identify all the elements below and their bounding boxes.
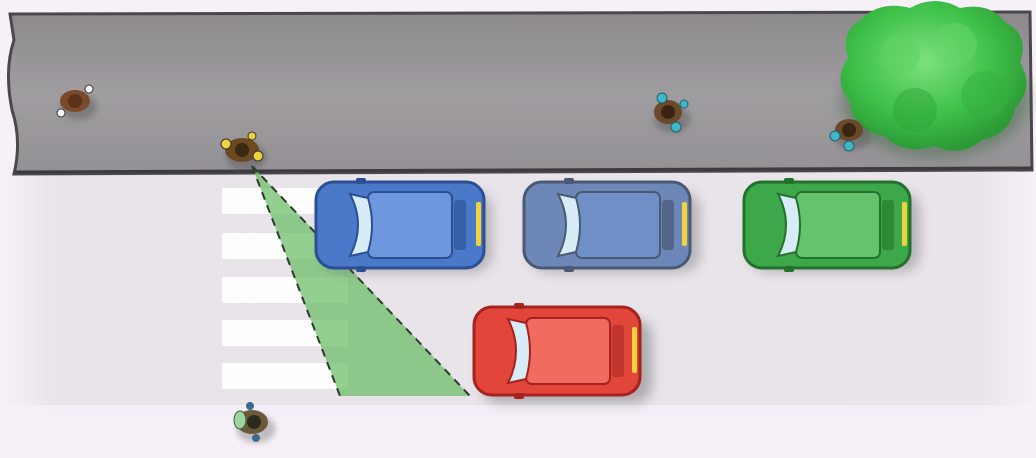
car-mirror xyxy=(564,266,574,272)
road-bottom-fade xyxy=(0,405,1036,458)
car-rear-window xyxy=(882,200,894,250)
pedestrian-hand xyxy=(657,93,667,103)
car-mirror xyxy=(784,266,794,272)
pedestrian-hand xyxy=(85,85,93,93)
green-car xyxy=(744,178,920,272)
car-mirror xyxy=(514,303,524,309)
tree-leaf-cluster xyxy=(933,23,977,67)
pedestrian-head xyxy=(68,94,82,108)
car-rear-window xyxy=(612,325,624,377)
car-taillight xyxy=(632,327,637,373)
pedestrian-hand xyxy=(253,151,263,161)
pedestrian-head xyxy=(842,123,856,137)
car-roof xyxy=(368,192,452,258)
car-taillight xyxy=(476,202,481,246)
pedestrian-hand xyxy=(680,100,688,108)
car-roof xyxy=(576,192,660,258)
car-taillight xyxy=(682,202,687,246)
car-rear-window xyxy=(454,200,466,250)
pedestrian-hand xyxy=(221,139,231,149)
pedestrian-hand xyxy=(844,141,854,151)
car-rear-window xyxy=(662,200,674,250)
tree-leaf-cluster xyxy=(880,35,920,75)
pedestrian-hand xyxy=(246,402,254,410)
car-mirror xyxy=(564,178,574,184)
car-roof xyxy=(796,192,880,258)
red-car xyxy=(474,303,652,403)
pedestrian-hand xyxy=(252,434,260,442)
pedestrian-head xyxy=(247,415,261,429)
car-mirror xyxy=(784,178,794,184)
tree-leaf-cluster xyxy=(961,71,1009,119)
pedestrian-head xyxy=(235,143,249,157)
pedestrian-hand xyxy=(830,131,840,141)
grey-blue-car xyxy=(524,178,700,272)
pedestrian-hand xyxy=(671,122,681,132)
pedestrian-arm xyxy=(234,411,246,429)
blue-car xyxy=(316,178,492,272)
car-mirror xyxy=(356,178,366,184)
pedestrian-hand xyxy=(57,109,65,117)
pedestrian-head xyxy=(661,105,675,119)
tree-leaf-cluster xyxy=(893,88,937,132)
car-mirror xyxy=(514,393,524,399)
car-mirror xyxy=(356,266,366,272)
pedestrian-hand xyxy=(248,132,256,140)
car-roof xyxy=(526,318,610,384)
car-taillight xyxy=(902,202,907,246)
